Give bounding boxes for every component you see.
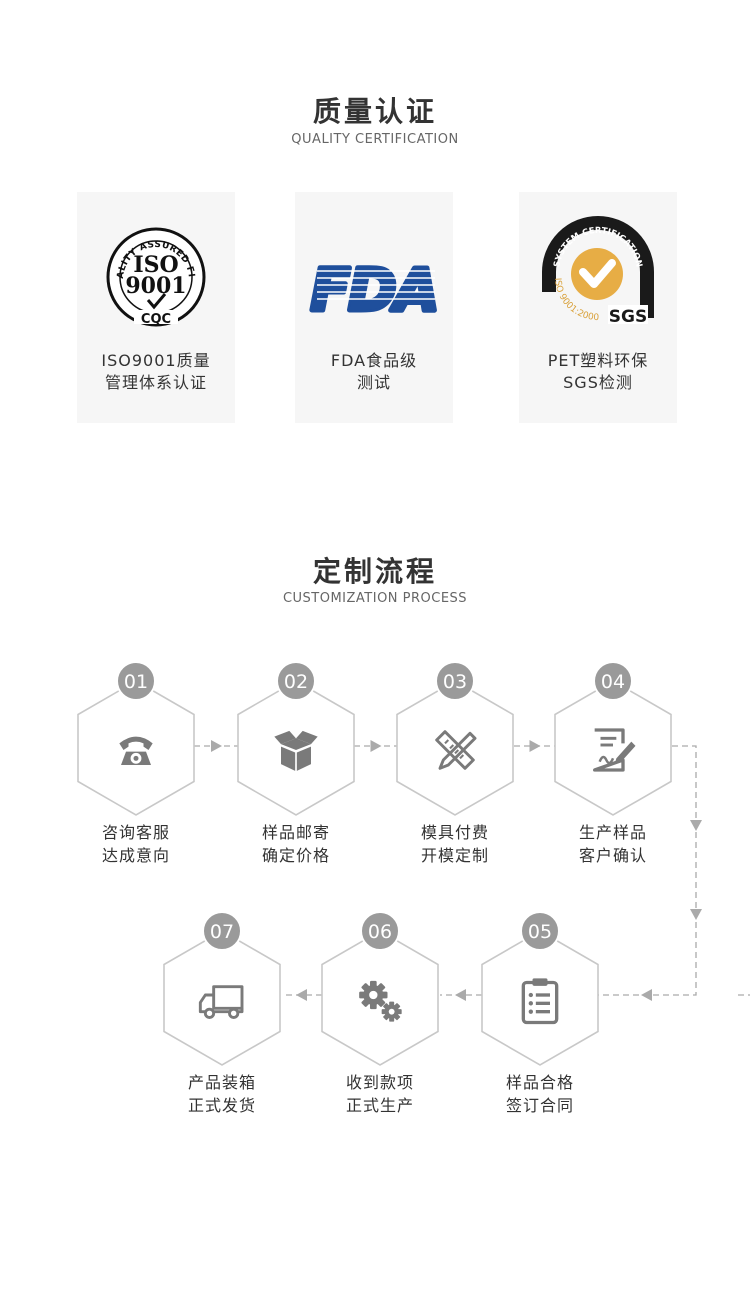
step-hexagon xyxy=(554,680,672,816)
cert-card-iso9001: QUALITY ASSURED FIRM ISO 9001 CQC ISO900… xyxy=(77,192,235,423)
flow-arrow-left xyxy=(296,989,307,1001)
step-hexagon xyxy=(77,680,195,816)
step-label-line: 正式发货 xyxy=(187,1096,256,1115)
step-label-line: 样品邮寄 xyxy=(261,823,330,842)
cert-caption-sgs: PET塑料环保 SGS检测 xyxy=(519,350,677,394)
iso-number-text: 9001 xyxy=(125,273,186,299)
step-label-01: 咨询客服达成意向 xyxy=(66,821,206,867)
step-number-badge xyxy=(593,661,633,701)
step-number-badge xyxy=(520,911,560,951)
cert-caption-line: PET塑料环保 xyxy=(547,351,649,370)
step-label-02: 样品邮寄确定价格 xyxy=(226,821,366,867)
step-number: 05 xyxy=(528,921,552,943)
sgs-mark-text: SGS xyxy=(609,307,647,327)
step-label-line: 生产样品 xyxy=(578,823,647,842)
process-step-05: 05 xyxy=(481,911,599,1066)
cert-card-sgs: SYSTEM CERTIFICATION ISO 9001:2000 SGS P… xyxy=(519,192,677,423)
iso-logo-text: ISO xyxy=(133,252,178,278)
flow-arrow-down xyxy=(690,820,702,831)
step-label-line: 正式生产 xyxy=(345,1096,414,1115)
step-label-04: 生产样品客户确认 xyxy=(543,821,683,867)
step-label-05: 样品合格签订合同 xyxy=(470,1071,610,1117)
cert-caption-line: SGS检测 xyxy=(563,373,633,392)
step-label-line: 开模定制 xyxy=(420,846,489,865)
step-label-03: 模具付费开模定制 xyxy=(385,821,525,867)
step-number-badge xyxy=(360,911,400,951)
step-number: 06 xyxy=(368,921,392,943)
step-label-line: 确定价格 xyxy=(261,846,330,865)
quality-section-subtitle: QUALITY CERTIFICATION xyxy=(291,132,459,147)
step-label-line: 模具付费 xyxy=(420,823,489,842)
cert-caption-iso9001: ISO9001质量 管理体系认证 xyxy=(77,350,235,394)
iso-9001-cqc-logo: QUALITY ASSURED FIRM ISO 9001 CQC xyxy=(77,192,206,327)
step-label-line: 达成意向 xyxy=(101,846,170,865)
process-step-06: 06 xyxy=(321,911,439,1066)
step-number-badge xyxy=(202,911,242,951)
cert-caption-fda: FDA食品级 测试 xyxy=(295,350,453,394)
cert-caption-line: FDA食品级 xyxy=(330,351,418,370)
step-number-badge xyxy=(276,661,316,701)
process-step-04: 04 xyxy=(554,661,672,816)
cqc-logo-text: CQC xyxy=(141,312,171,327)
step-hexagon xyxy=(163,930,281,1066)
quality-section-title: 质量认证 xyxy=(312,95,437,128)
cert-caption-line: ISO9001质量 xyxy=(101,351,211,370)
step-label-line: 咨询客服 xyxy=(101,823,170,842)
fda-logo-text: FDA xyxy=(311,256,438,324)
step-label-line: 产品装箱 xyxy=(187,1073,256,1092)
cert-card-fda: FDA FDA FDA食品级 测试 xyxy=(295,192,453,423)
sgs-system-certification-logo: SYSTEM CERTIFICATION ISO 9001:2000 SGS xyxy=(542,216,654,327)
step-label-line: 客户确认 xyxy=(578,846,647,865)
process-step-03: 03 xyxy=(396,661,514,816)
process-step-07: 07 xyxy=(163,911,281,1066)
process-step-01: 01 xyxy=(77,661,195,816)
fda-logo: FDA FDA xyxy=(308,254,442,327)
flow-arrow-down xyxy=(690,909,702,920)
flow-arrow-right xyxy=(211,740,222,752)
step-number: 02 xyxy=(284,671,308,693)
cert-caption-line: 测试 xyxy=(356,373,391,392)
step-number: 04 xyxy=(601,671,625,693)
flow-arrow-right xyxy=(529,740,541,752)
step-number-badge xyxy=(435,661,475,701)
step-number: 01 xyxy=(124,671,148,693)
process-section-title: 定制流程 xyxy=(312,555,437,588)
process-section-subtitle: CUSTOMIZATION PROCESS xyxy=(282,591,468,606)
step-label-line: 样品合格 xyxy=(505,1073,574,1092)
step-number: 07 xyxy=(210,921,234,943)
process-step-02: 02 xyxy=(237,661,355,816)
step-number: 03 xyxy=(443,671,467,693)
step-hexagon xyxy=(481,930,599,1066)
step-number-badge xyxy=(116,661,156,701)
step-label-line: 收到款项 xyxy=(345,1073,414,1092)
flow-arrow-right xyxy=(370,740,382,752)
step-label-07: 产品装箱正式发货 xyxy=(152,1071,292,1117)
step-label-06: 收到款项正式生产 xyxy=(310,1071,450,1117)
cert-caption-line: 管理体系认证 xyxy=(104,373,207,392)
step-label-line: 签订合同 xyxy=(505,1096,574,1115)
flow-arrow-left xyxy=(455,989,466,1001)
flow-arrow-left xyxy=(641,989,652,1001)
fda-logo-text: FDA xyxy=(311,256,438,324)
